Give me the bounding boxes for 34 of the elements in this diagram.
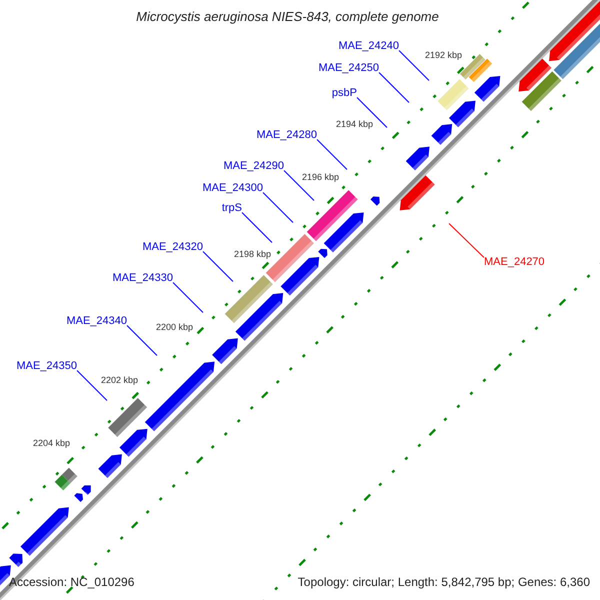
gene-label: MAE_24270 [484,256,545,268]
gene-label: MAE_24330 [112,272,173,284]
gene-label: MAE_24300 [202,182,263,194]
leader-line [76,370,108,401]
leader-line [356,97,388,128]
gene-label: MAE_24290 [223,160,284,172]
gene-label: MAE_24280 [256,128,317,142]
genome-stats-text: Topology: circular; Length: 5,842,795 bp; Genes: 6,360 [298,576,590,588]
gene-label: MAE_24320 [142,240,203,254]
position-label: 2200 kbp [156,322,194,332]
leader-line [172,282,204,313]
leader-line [378,72,410,103]
gene-label: MAE_24340 [66,314,127,328]
position-label: 2204 kbp [33,438,70,448]
position-label: 2202 kbp [101,374,138,386]
gene-label: MAE_24350 [16,360,77,372]
leader-line [316,139,348,170]
position-label: 2192 kbp [425,50,462,60]
gene-label: psbP [332,86,357,100]
position-label: 2198 kbp [234,248,272,260]
position-label: 2196 kbp [302,172,340,182]
leader-line [202,251,234,282]
leader-line [284,170,314,201]
leader-line [242,212,272,243]
leader-line [448,223,484,258]
title: Microcystis aeruginosa NIES-843, complete genome [135,9,440,24]
gene-label: MAE_24240 [338,40,399,52]
leader-line [398,50,430,81]
gene-label: trpS [222,202,242,214]
accession-text: Accession: NC_010296 [9,576,134,588]
leader-line [126,325,158,356]
leader-line [262,192,294,223]
position-label: 2194 kbp [336,118,373,130]
gene-label: MAE_24250 [318,62,379,74]
